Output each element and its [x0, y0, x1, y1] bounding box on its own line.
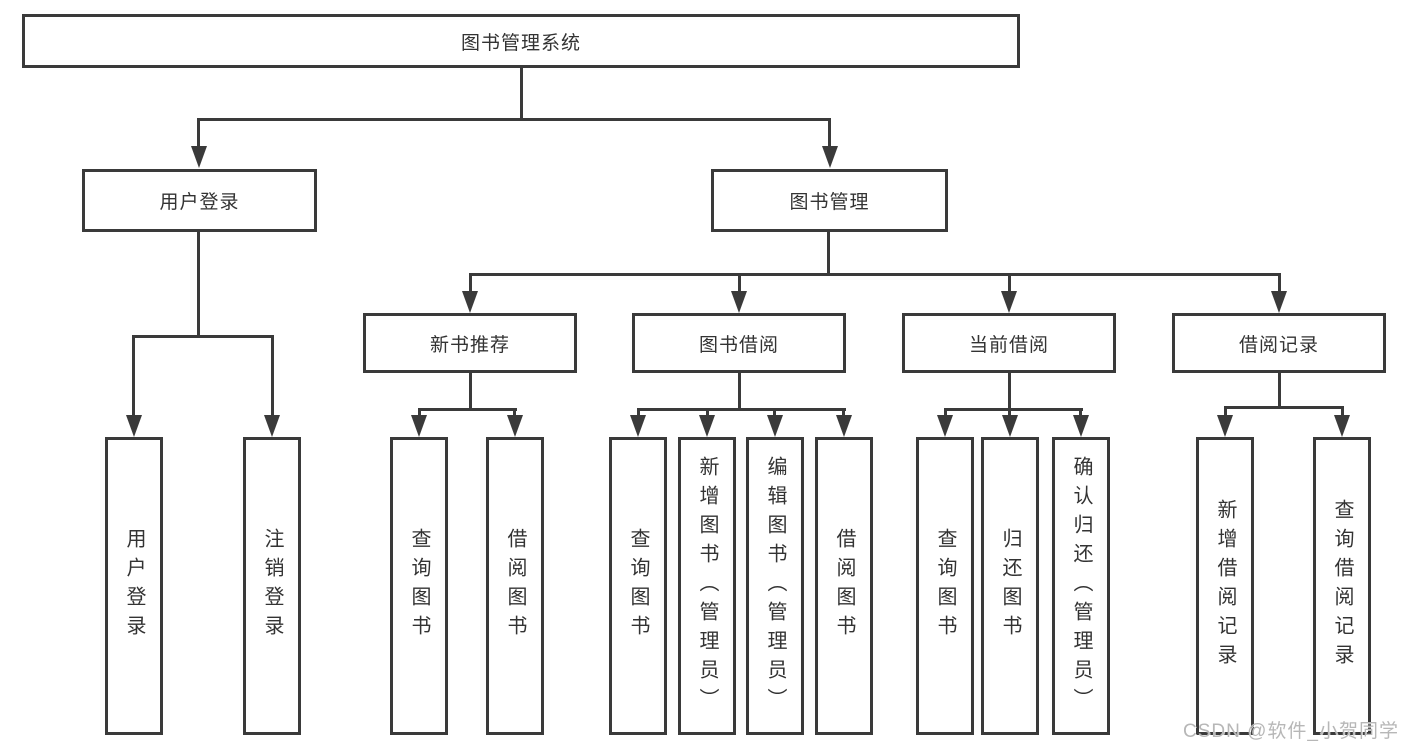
arrowhead-down-icon — [836, 415, 852, 437]
node-root: 图书管理系统 — [22, 14, 1020, 68]
arrowhead-down-icon — [462, 291, 478, 313]
connector-line — [418, 408, 421, 418]
arrowhead-down-icon — [630, 415, 646, 437]
connector-line — [827, 232, 830, 273]
node-borrow-record: 借阅记录 — [1172, 313, 1386, 373]
connector-line — [773, 408, 776, 418]
connector-line — [520, 68, 523, 118]
leaf-return-book: 归还图书 — [981, 437, 1039, 735]
connector-line — [1008, 273, 1011, 293]
arrowhead-down-icon — [1001, 291, 1017, 313]
connector-line — [944, 408, 947, 418]
connector-line — [469, 273, 472, 293]
leaf-label: 借阅图书 — [833, 528, 855, 644]
leaf-query-book-2: 查询图书 — [609, 437, 667, 735]
leaf-add-borrow-rec: 新增借阅记录 — [1196, 437, 1254, 735]
connector-line — [1008, 373, 1011, 408]
connector-line — [1224, 406, 1344, 409]
connector-line — [271, 335, 274, 415]
connector-line — [738, 373, 741, 408]
connector-line — [944, 408, 1083, 411]
arrowhead-down-icon — [264, 415, 280, 437]
connector-line — [469, 373, 472, 408]
connector-line — [1278, 273, 1281, 293]
arrowhead-down-icon — [1002, 415, 1018, 437]
leaf-confirm-return: 确认归还（管理员） — [1052, 437, 1110, 735]
arrowhead-down-icon — [126, 415, 142, 437]
leaf-label: 查询图书 — [408, 528, 430, 644]
connector-line — [132, 335, 274, 338]
connector-line — [418, 408, 517, 411]
leaf-label: 查询图书 — [627, 528, 649, 644]
arrowhead-down-icon — [822, 146, 838, 168]
connector-line — [513, 408, 516, 418]
arrowhead-down-icon — [1271, 291, 1287, 313]
leaf-label: 新增图书（管理员） — [696, 455, 718, 717]
node-user-login: 用户登录 — [82, 169, 317, 232]
connector-line — [197, 118, 200, 148]
connector-line — [738, 273, 741, 293]
arrowhead-down-icon — [937, 415, 953, 437]
leaf-query-book-3: 查询图书 — [916, 437, 974, 735]
leaf-label: 归还图书 — [999, 528, 1021, 644]
leaf-query-borrow-rec: 查询借阅记录 — [1313, 437, 1371, 735]
leaf-label: 新增借阅记录 — [1214, 499, 1236, 673]
leaf-query-book-1: 查询图书 — [390, 437, 448, 735]
connector-line — [706, 408, 709, 418]
connector-line — [828, 118, 831, 148]
connector-line — [469, 273, 1281, 276]
leaf-label: 编辑图书（管理员） — [764, 455, 786, 717]
connector-line — [1079, 408, 1082, 418]
leaf-user-login: 用户登录 — [105, 437, 163, 735]
leaf-logout: 注销登录 — [243, 437, 301, 735]
arrowhead-down-icon — [191, 146, 207, 168]
arrowhead-down-icon — [1334, 415, 1350, 437]
arrowhead-down-icon — [731, 291, 747, 313]
node-book-borrow: 图书借阅 — [632, 313, 846, 373]
leaf-add-book-admin: 新增图书（管理员） — [678, 437, 736, 735]
leaf-edit-book-admin: 编辑图书（管理员） — [746, 437, 804, 735]
arrowhead-down-icon — [411, 415, 427, 437]
csdn-watermark: CSDN @软件_小贺同学 — [1183, 721, 1399, 742]
connector-line — [197, 118, 831, 121]
leaf-label: 用户登录 — [123, 528, 145, 644]
connector-line — [132, 335, 135, 415]
node-new-book-rec: 新书推荐 — [363, 313, 577, 373]
leaf-label: 借阅图书 — [504, 528, 526, 644]
connector-line — [637, 408, 640, 418]
connector-line — [1278, 373, 1281, 406]
leaf-label: 注销登录 — [261, 528, 283, 644]
leaf-label: 查询图书 — [934, 528, 956, 644]
connector-line — [1224, 406, 1227, 418]
node-book-mgmt: 图书管理 — [711, 169, 948, 232]
connector-line — [1008, 408, 1011, 418]
arrowhead-down-icon — [1217, 415, 1233, 437]
arrowhead-down-icon — [1073, 415, 1089, 437]
leaf-label: 确认归还（管理员） — [1070, 455, 1092, 717]
connector-line — [197, 232, 200, 335]
arrowhead-down-icon — [507, 415, 523, 437]
connector-line — [1341, 406, 1344, 418]
connector-line — [842, 408, 845, 418]
node-current-borrow: 当前借阅 — [902, 313, 1116, 373]
leaf-borrow-book-2: 借阅图书 — [815, 437, 873, 735]
connector-line — [637, 408, 846, 411]
arrowhead-down-icon — [767, 415, 783, 437]
arrowhead-down-icon — [699, 415, 715, 437]
leaf-label: 查询借阅记录 — [1331, 499, 1353, 673]
leaf-borrow-book-1: 借阅图书 — [486, 437, 544, 735]
